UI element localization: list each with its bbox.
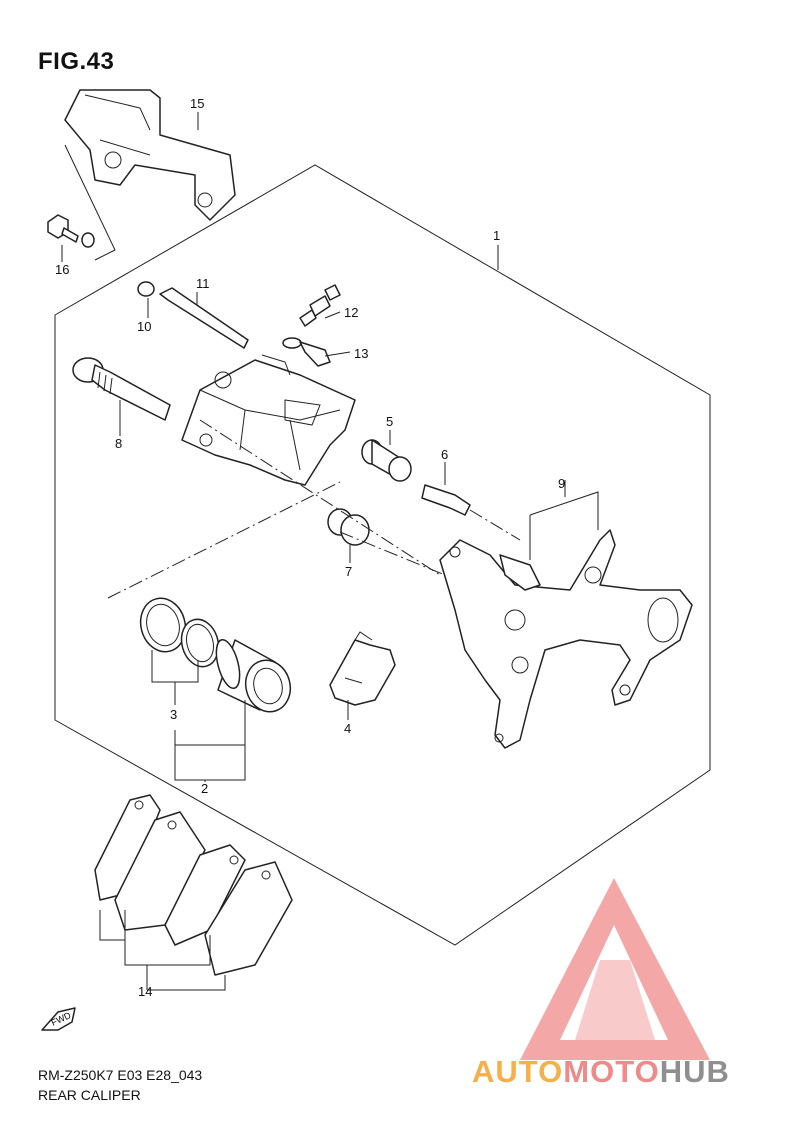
callout-11: 11 <box>196 276 210 291</box>
callout-4: 4 <box>344 721 351 736</box>
watermark-text: AUTOMOTOHUB <box>472 1054 730 1090</box>
callout-12: 12 <box>344 305 358 320</box>
cap-part-13 <box>282 337 331 367</box>
bolt-part-16 <box>47 214 95 248</box>
callout-13: 13 <box>354 346 368 361</box>
figure-title: FIG.43 <box>38 48 115 75</box>
diagram-name: REAR CALIPER <box>38 1087 141 1103</box>
watermark-moto: MOTO <box>563 1054 660 1089</box>
pin-part-11 <box>137 281 249 349</box>
piston-part-2 <box>215 638 292 713</box>
callout-15: 15 <box>190 96 204 111</box>
callout-16: 16 <box>55 262 69 277</box>
callout-7: 7 <box>345 564 352 579</box>
watermark-logo <box>520 878 710 1060</box>
boot-part-5 <box>361 439 412 482</box>
callout-5: 5 <box>386 414 393 429</box>
diagram-code: RM-Z250K7 E03 E28_043 <box>38 1067 203 1083</box>
callout-2: 2 <box>201 781 208 796</box>
assembly-frame <box>54 164 711 946</box>
watermark-auto: AUTO <box>472 1054 564 1089</box>
bracket-part-9 <box>439 529 693 749</box>
callout-14: 14 <box>138 984 152 999</box>
callout-3: 3 <box>170 707 177 722</box>
caliper-body <box>181 354 356 486</box>
spring-part-4 <box>329 631 396 706</box>
callout-9: 9 <box>558 476 565 491</box>
fwd-arrow-icon: FWD <box>41 1007 76 1031</box>
bleeder-part-12 <box>299 284 341 327</box>
callout-10: 10 <box>137 319 151 334</box>
callout-6: 6 <box>441 447 448 462</box>
bracket-part-15 <box>64 89 236 221</box>
callout-1: 1 <box>493 228 500 243</box>
watermark-hub: HUB <box>659 1054 730 1089</box>
pin-part-6 <box>421 484 471 516</box>
callout-8: 8 <box>115 436 122 451</box>
slide-pin-part-8 <box>72 357 171 421</box>
brake-pads-part-14 <box>94 794 293 976</box>
seal-part-3b <box>180 618 220 668</box>
seal-part-3a <box>139 597 187 653</box>
boot-part-7 <box>327 508 370 546</box>
